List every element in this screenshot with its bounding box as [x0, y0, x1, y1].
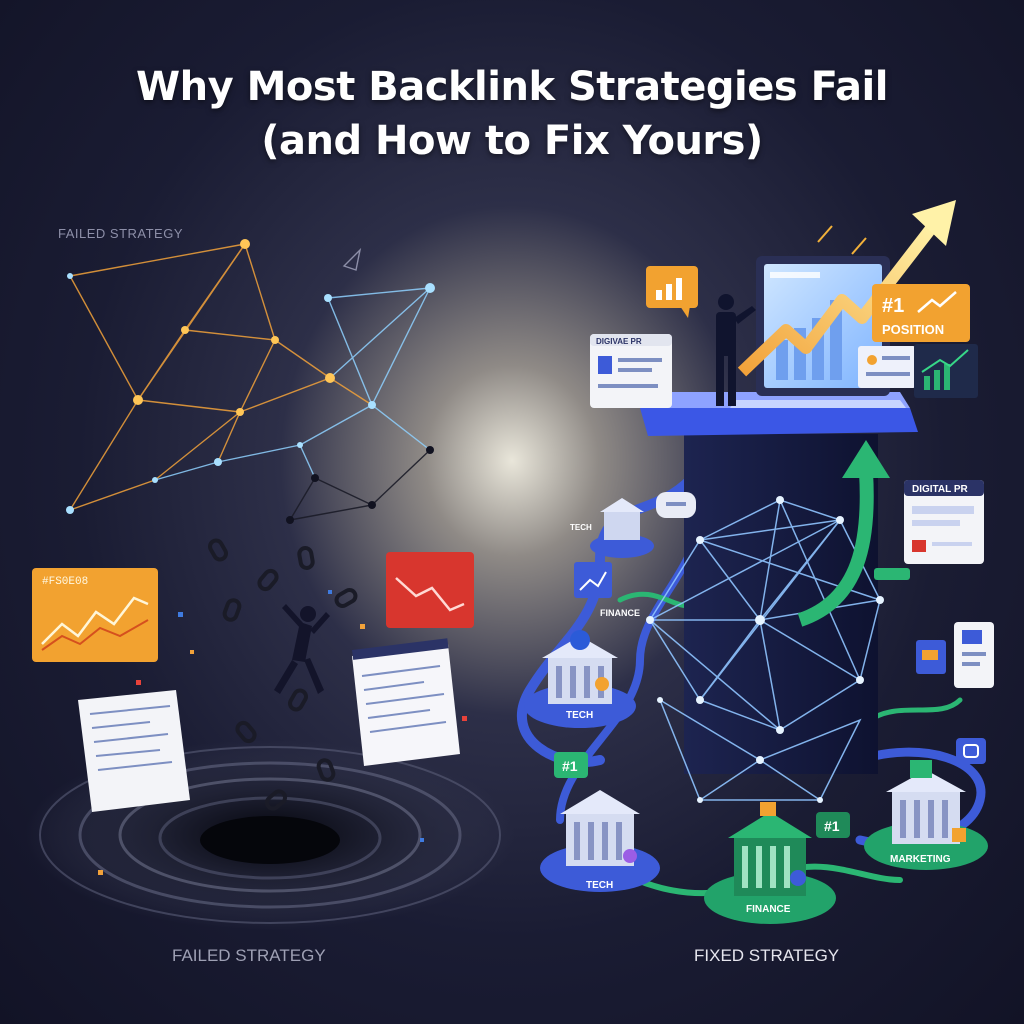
tech-small-label: TECH [570, 523, 592, 532]
growth-chart-card [914, 344, 978, 398]
rank-badge-left: #1 [554, 752, 588, 778]
tech-bottom-label: TECH [586, 880, 613, 891]
failed-strategy-top-label: FAILED STRATEGY [58, 226, 184, 241]
authority-tower [640, 392, 918, 774]
building-marketing: MARKETING [864, 760, 988, 870]
chat-bubble-chart [646, 266, 698, 318]
tech-building-label: TECH [566, 710, 593, 721]
digital-pr-card-right: DIGITAL PR [904, 480, 984, 564]
failed-network [66, 239, 435, 524]
page-title-line2: (and How to Fix Yours) [261, 118, 763, 164]
finance-small-label: FINANCE [600, 608, 640, 618]
failed-analytics-card [32, 568, 158, 662]
page-title-line1: Why Most Backlink Strategies Fail [136, 64, 888, 110]
position-label: POSITION [882, 322, 944, 337]
digital-pr-top-label: DIGIVAE PR [596, 337, 642, 346]
building-tech-small: TECH [570, 498, 654, 558]
building-tech: TECH [524, 630, 636, 728]
svg-text:#1: #1 [562, 758, 578, 774]
mail-card [916, 622, 994, 688]
marketing-building-label: MARKETING [890, 854, 951, 865]
standing-person-figure [716, 294, 756, 406]
failed-strategy-caption: FAILED STRATEGY [172, 946, 326, 965]
mini-chart-card [574, 562, 612, 598]
building-finance: FINANCE [704, 802, 836, 924]
declining-chart-card [386, 552, 474, 628]
profile-card [858, 346, 916, 388]
document-card-left [78, 690, 190, 812]
failed-card-label: #FS0E08 [42, 576, 89, 588]
building-tech-bottom: TECH [540, 790, 660, 892]
falling-person-figure [274, 604, 330, 694]
svg-text:#1: #1 [824, 818, 840, 834]
digital-pr-card-top: DIGIVAE PR [590, 334, 672, 408]
green-tag [874, 568, 910, 580]
digital-pr-right-label: DIGITAL PR [912, 484, 969, 495]
rank-badge-mid: #1 [816, 812, 850, 838]
link-icon-card [956, 738, 986, 764]
fixed-network-nodes [646, 496, 884, 803]
position-rank: #1 [882, 295, 904, 317]
debris-particles [98, 247, 467, 875]
position-card: #1 POSITION [872, 284, 970, 342]
finance-building-label: FINANCE [746, 904, 791, 915]
speech-bubble-small [656, 492, 696, 518]
growth-arrow [797, 440, 890, 627]
document-card-right [351, 638, 460, 766]
broken-chain-links [208, 538, 358, 811]
fixed-strategy-caption: FIXED STRATEGY [694, 946, 840, 965]
